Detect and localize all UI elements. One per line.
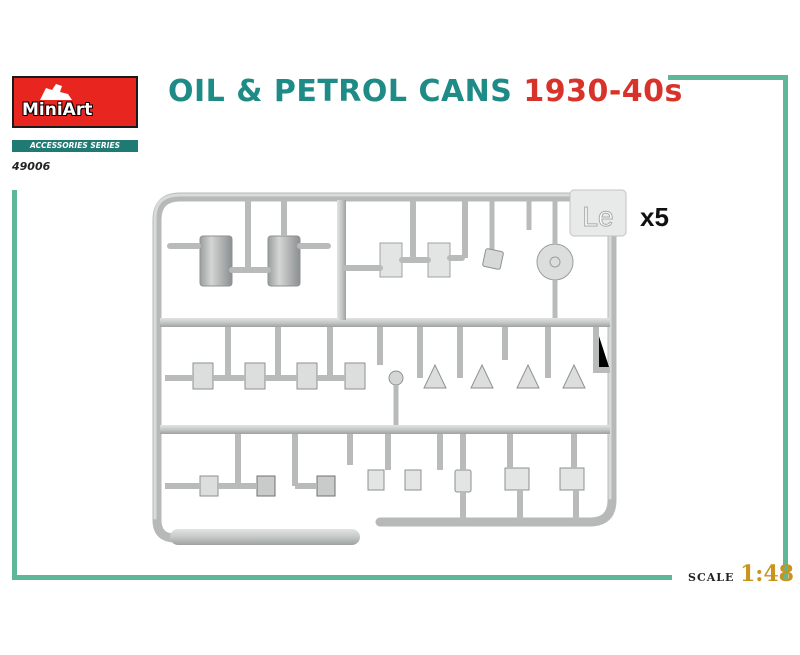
sprue-row-1 — [167, 200, 574, 318]
scale-value: 1:48 — [739, 561, 794, 587]
sprue-letter: Le — [582, 201, 613, 232]
sprue-row-2 — [165, 327, 610, 425]
sprue-row-3 — [165, 434, 585, 522]
logo-text: MiniArt — [22, 100, 93, 120]
sprue-tab-bottom — [170, 529, 360, 545]
series-label: ACCESSORIES SERIES — [12, 140, 138, 152]
brand-logo: MiniArt — [12, 76, 138, 128]
frame-right-line — [783, 75, 788, 580]
title-years: 1930-40s — [523, 74, 683, 109]
scale-label: SCALE — [688, 571, 735, 584]
frame-left-line — [12, 190, 17, 580]
page-title: OIL & PETROL CANS 1930-40s — [168, 74, 683, 109]
frame-top-line — [668, 75, 788, 80]
product-code: 49006 — [12, 160, 51, 173]
sprue-letter-tab: Le — [569, 189, 627, 237]
title-main: OIL & PETROL CANS — [168, 74, 513, 109]
scale-indicator: SCALE 1:48 — [688, 561, 794, 587]
frame-bottom-line — [12, 575, 672, 580]
sprue-quantity: x5 — [640, 202, 669, 232]
soldier-silhouette-icon — [40, 84, 72, 100]
